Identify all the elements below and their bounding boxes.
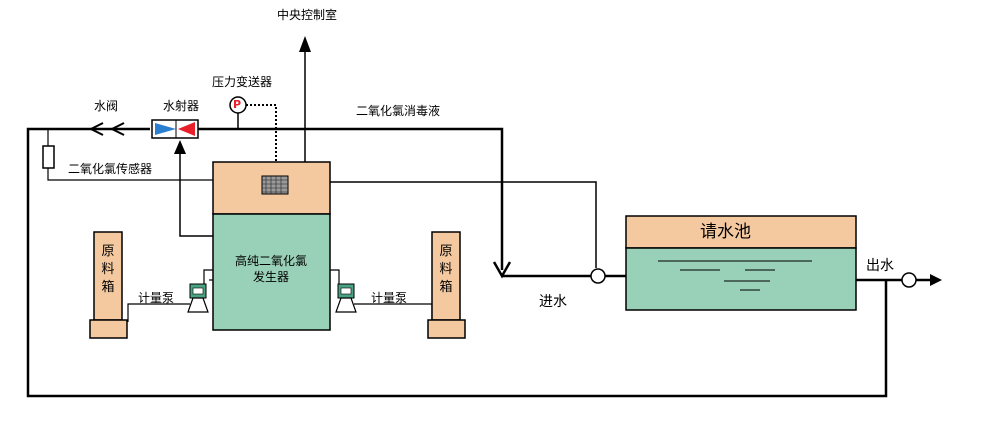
- generator-grille: [261, 175, 289, 195]
- water-in-label: 进水: [539, 294, 567, 310]
- valve-arrow-2: [109, 122, 125, 136]
- disinfectant-pipe: [198, 127, 504, 270]
- raw-tank-right-label-1: 原: [439, 244, 453, 259]
- raw-tank-left-label-1: 原: [101, 244, 115, 259]
- water-valve-label: 水阀: [94, 99, 119, 113]
- pressure-transmitter-label: 压力变送器: [212, 75, 273, 89]
- metering-pump-left-label: 计量泵: [138, 291, 175, 305]
- sensor: [42, 145, 55, 169]
- pressure-signal-line: [246, 104, 277, 176]
- sensor-line: [47, 168, 213, 181]
- control-room-label: 中央控制室: [277, 8, 338, 22]
- return-loop-pipe: [26, 127, 888, 398]
- water-out-label: 出水: [866, 258, 894, 274]
- inlet-valve: [590, 268, 606, 284]
- pool-body: [625, 247, 857, 311]
- raw-tank-right: [431, 231, 461, 321]
- raw-tank-right-label-2: 料: [439, 262, 453, 277]
- outlet-valve: [901, 272, 917, 288]
- control-arrow: [299, 36, 311, 52]
- raw-tank-left-label-2: 料: [101, 262, 115, 277]
- gas-pipe: [179, 146, 213, 237]
- pump-right-base: [335, 297, 357, 313]
- metering-pump-right-label: 计量泵: [371, 291, 408, 305]
- water-ejector-label: 水射器: [163, 99, 200, 113]
- valve-arrow-1: [88, 122, 104, 136]
- pressure-symbol: P: [233, 98, 242, 111]
- raw-tank-right-base: [427, 319, 466, 339]
- disinfectant-label: 二氧化氯消毒液: [356, 104, 441, 118]
- generator-label-2: 发生器: [252, 270, 289, 284]
- clear-pool-label: 请水池: [700, 222, 751, 242]
- ejector-red: [178, 122, 195, 136]
- gas-arrow: [174, 140, 186, 154]
- raw-tank-left: [93, 231, 123, 321]
- generator-body: [212, 213, 331, 331]
- ejector-blue: [155, 123, 176, 135]
- outlet-arrow: [930, 274, 942, 286]
- pump-left-base: [187, 297, 209, 313]
- raw-tank-left-base: [89, 319, 128, 339]
- sensor-label: 二氧化氯传感器: [68, 162, 153, 176]
- raw-tank-right-label-3: 箱: [439, 280, 453, 295]
- generator-label-1: 高纯二氧化氯: [234, 254, 307, 268]
- water-supply-line: [330, 181, 597, 268]
- raw-tank-left-label-3: 箱: [101, 280, 115, 295]
